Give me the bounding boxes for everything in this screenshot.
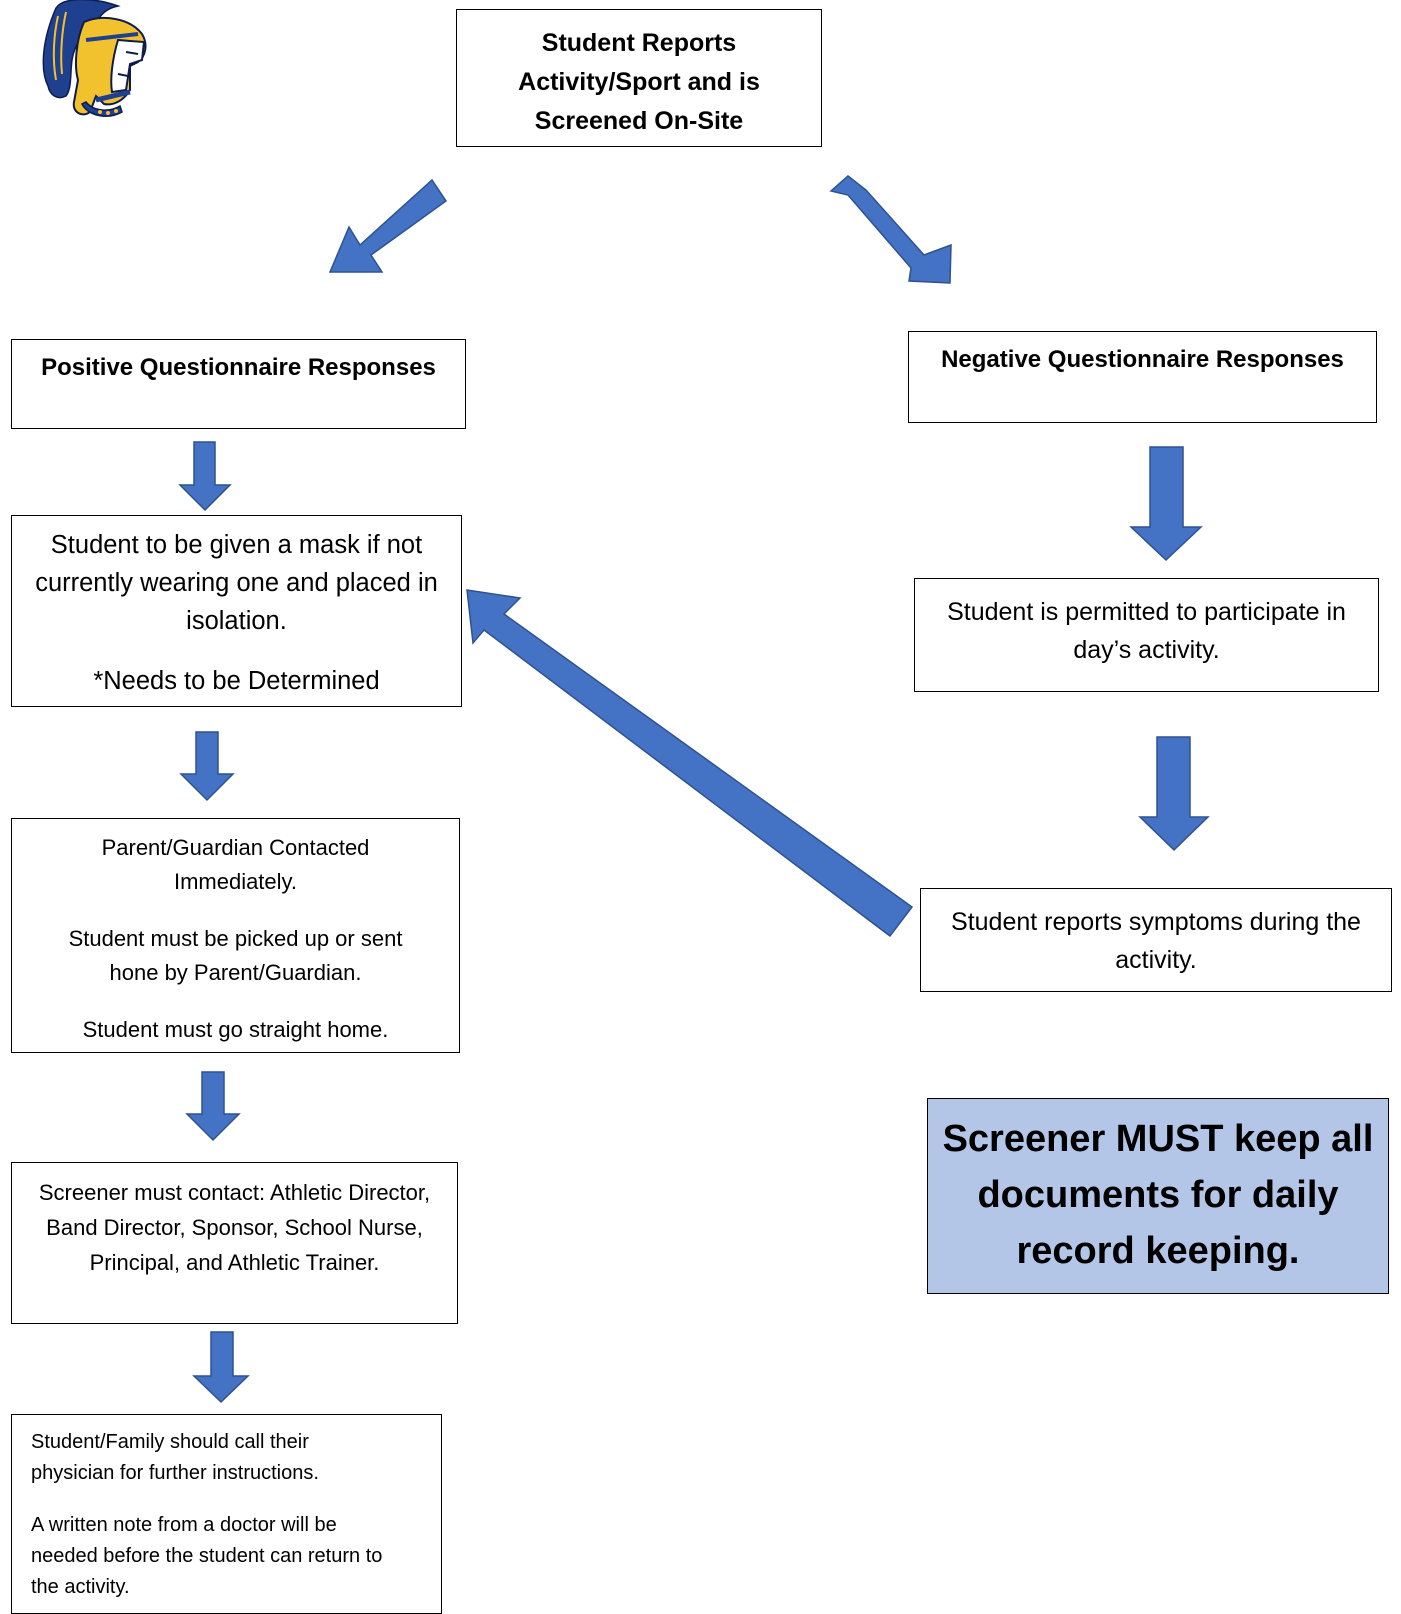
arrow-symptoms-to-mask (466, 589, 914, 938)
spartan-helmet-logo (42, 0, 147, 117)
arrow-mask-to-parent (179, 731, 235, 802)
arrow-start-to-negative (829, 175, 952, 284)
family-physician-node: Student/Family should call their physici… (11, 1414, 442, 1614)
mask-isolation-node: Student to be given a mask if not curren… (11, 515, 462, 707)
record-keeping-note: Screener MUST keep all documents for dai… (927, 1098, 1389, 1294)
go-home-text: Student must go straight home. (82, 1017, 389, 1042)
arrow-negative-to-permitted (1129, 446, 1203, 562)
arrow-parent-to-contact (185, 1071, 241, 1142)
mask-isolation-text: Student to be given a mask if not curren… (35, 531, 438, 635)
needs-determined-note: *Needs to be Determined (93, 667, 380, 695)
screener-contact-node: Screener must contact: Athletic Director… (11, 1162, 458, 1324)
picked-up-text: Student must be picked up or sent hone b… (68, 926, 403, 985)
screener-contact-text: Screener must contact: Athletic Director… (38, 1180, 431, 1275)
symptoms-text: Student reports symptoms during the acti… (951, 908, 1361, 974)
negative-responses-node: Negative Questionnaire Responses (908, 331, 1377, 423)
parent-contact-node: Parent/Guardian Contacted Immediately. S… (11, 818, 460, 1053)
arrow-contact-to-family (192, 1331, 250, 1404)
arrow-start-to-positive (328, 178, 448, 273)
parent-contact-text: Parent/Guardian Contacted Immediately. (101, 835, 370, 894)
arrow-positive-to-mask (178, 441, 232, 512)
call-physician-text: Student/Family should call their physici… (31, 1431, 319, 1484)
start-node-text: Student Reports Activity/Sport and is Sc… (518, 29, 760, 135)
record-keeping-text: Screener MUST keep all documents for dai… (942, 1118, 1374, 1272)
permitted-text: Student is permitted to participate in d… (947, 598, 1346, 664)
negative-responses-text: Negative Questionnaire Responses (941, 346, 1344, 373)
arrow-permitted-to-symptoms (1138, 736, 1210, 852)
positive-responses-node: Positive Questionnaire Responses (11, 339, 466, 429)
start-node: Student Reports Activity/Sport and is Sc… (456, 9, 822, 147)
positive-responses-text: Positive Questionnaire Responses (41, 354, 436, 381)
symptoms-node: Student reports symptoms during the acti… (920, 888, 1392, 992)
permitted-node: Student is permitted to participate in d… (914, 578, 1379, 692)
doctor-note-text: A written note from a doctor will be nee… (31, 1514, 383, 1598)
